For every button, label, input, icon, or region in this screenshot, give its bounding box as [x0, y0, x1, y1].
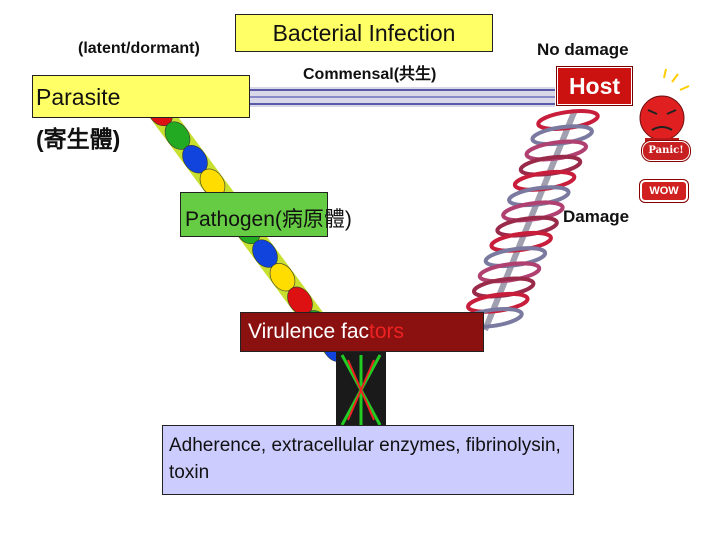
- parasite-label: Parasite: [36, 84, 121, 110]
- angry-face-icon: [639, 68, 690, 144]
- virulence-label: Virulence factors: [241, 313, 483, 351]
- wow-badge-label: WOW: [649, 185, 679, 197]
- pathogen-box: [180, 192, 328, 237]
- virulence-label-prefix: Virulence fac: [248, 320, 370, 343]
- commensal-label: Commensal(共生): [303, 66, 437, 83]
- panic-badge-label: Panic!: [648, 145, 684, 156]
- title-box: Bacterial Infection: [235, 14, 493, 52]
- damage-label: Damage: [563, 207, 630, 226]
- factors-text: Adherence, extracellular enzymes, fibrin…: [169, 435, 561, 483]
- parasite-box: [32, 75, 250, 118]
- virulence-label-suffix: tors: [369, 320, 405, 343]
- pathogen-label: Pathogen(病原體): [185, 208, 352, 231]
- parasite-chinese-label: (寄生體): [36, 126, 121, 152]
- virulence-box: Virulence factors: [240, 312, 484, 352]
- no-damage-label: No damage: [537, 40, 629, 59]
- page-title: Bacterial Infection: [272, 20, 456, 46]
- host-damage-ring-chain: [460, 108, 600, 332]
- commensal-stripe: [245, 87, 555, 107]
- host-label: Host: [568, 73, 621, 99]
- latent-label: (latent/dormant): [78, 40, 200, 57]
- factors-box: Adherence, extracellular enzymes, fibrin…: [162, 425, 574, 495]
- virulence-stem: [336, 350, 386, 430]
- host-box: Host: [557, 67, 632, 105]
- panic-badge-icon: Panic!: [642, 141, 690, 161]
- wow-badge-icon: WOW: [640, 180, 688, 202]
